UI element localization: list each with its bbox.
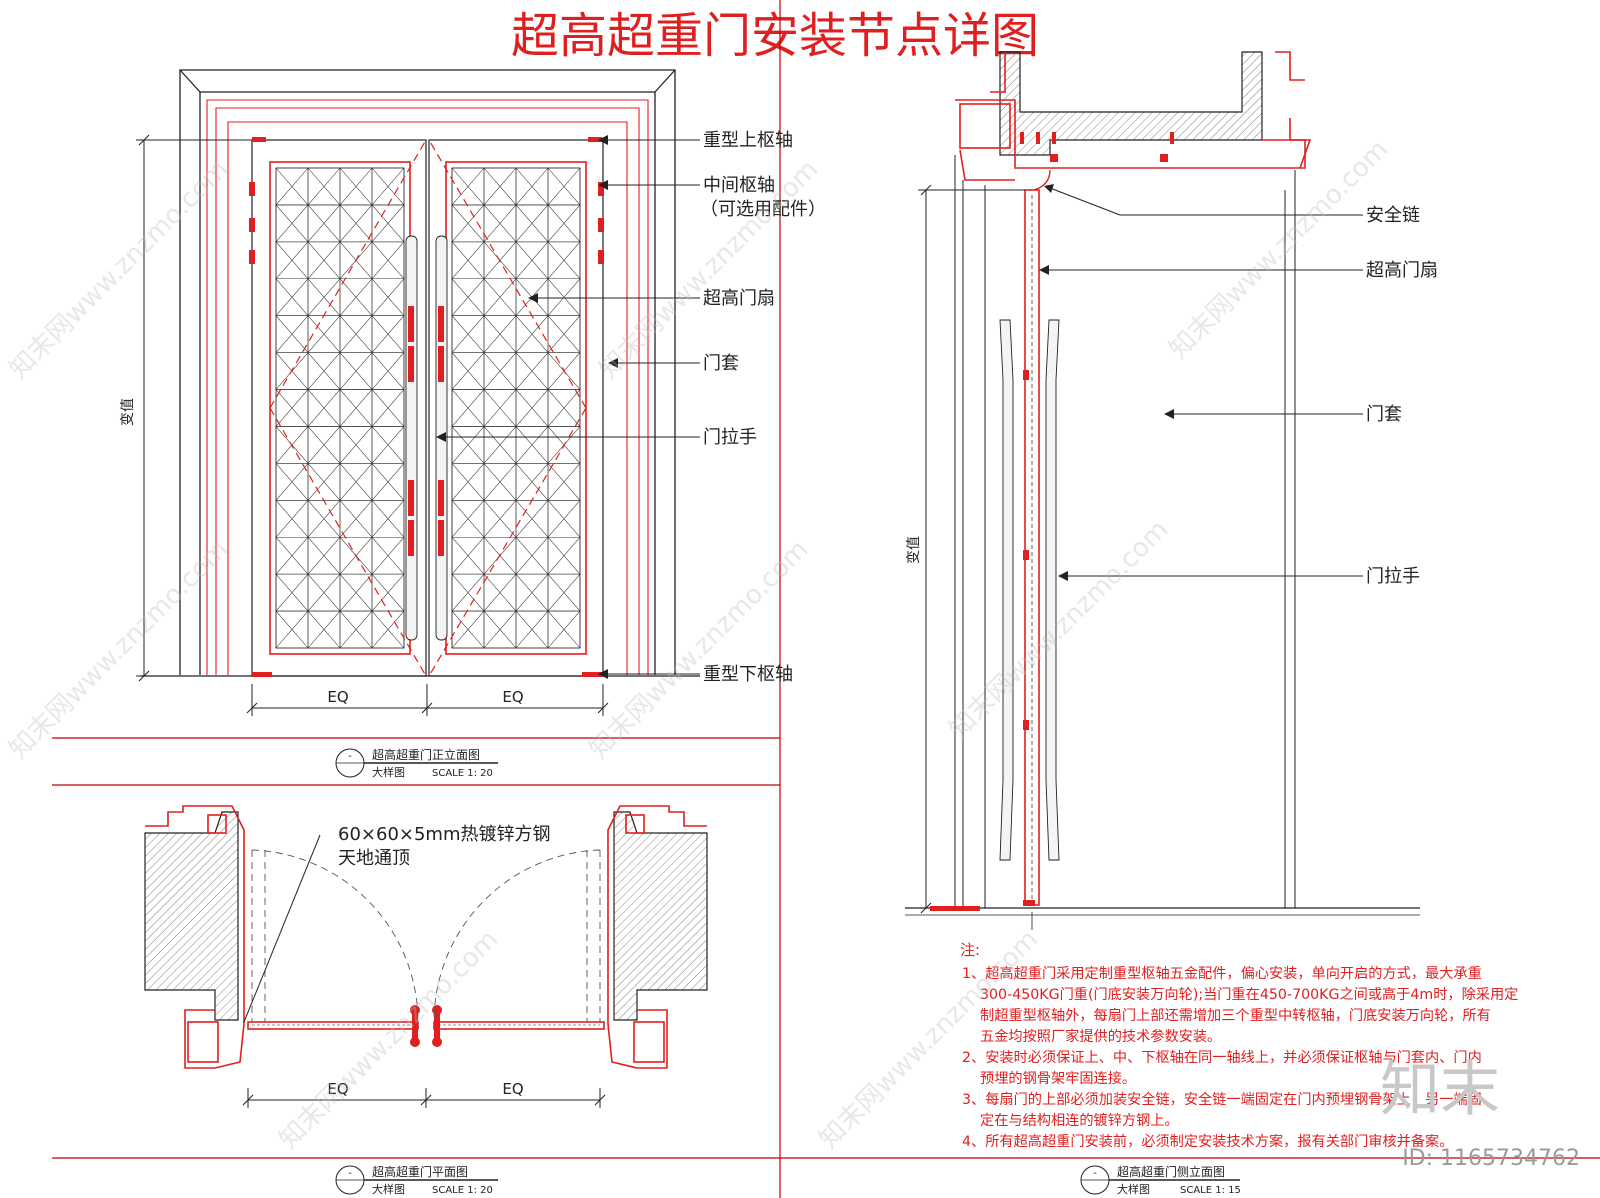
note-line: 2、安装时必须保证上、中、下枢轴在同一轴线上，并必须保证枢轴与门套内、门内 xyxy=(962,1050,1482,1066)
elevation-caption: - 超高超重门正立面图 大样图 SCALE 1: 20 xyxy=(335,747,498,779)
side-elevation: 变值 安全链 超高门扇 门套 门拉手 - 超高超重门侧立面图 大样图 xyxy=(905,51,1438,1196)
svg-text:知末网www.znzmo.com: 知末网www.znzmo.com xyxy=(274,924,505,1155)
note-line: 300-450KG门重(门底安装万向轮);当门重在450-700KG之间或高于4… xyxy=(980,986,1518,1003)
elevation-eq-right: EQ xyxy=(502,688,523,706)
note-line: 定在与结构相连的镀锌方钢上。 xyxy=(980,1112,1179,1129)
svg-text:-: - xyxy=(348,751,352,762)
plan-view: 60×60×5mm热镀锌方钢 天地通顶 EQ EQ - 超高超重门平面图 大样图… xyxy=(144,805,708,1196)
callout-door-handle: 门拉手 xyxy=(703,427,757,448)
note-line: 4、所有超高超重门安装前，必须制定安装技术方案，报有关部门审核并备案。 xyxy=(962,1133,1453,1150)
callout-upper-pivot: 重型上枢轴 xyxy=(703,130,793,151)
svg-text:SCALE 1: 20: SCALE 1: 20 xyxy=(432,1185,493,1196)
callout-middle-pivot: 中间枢轴 xyxy=(703,175,775,196)
plan-callout-full-height: 天地通顶 xyxy=(338,848,410,869)
svg-text:大样图: 大样图 xyxy=(372,1182,405,1196)
svg-text:超高超重门平面图: 超高超重门平面图 xyxy=(372,1164,468,1179)
note-line: 制超重型枢轴外，每扇门上部还需增加三个重型中转枢轴，门底安装万向轮，所有 xyxy=(980,1008,1491,1024)
note-line: 1、超高超重门采用定制重型枢轴五金配件，偏心安装，单向开启的方式，最大承重 xyxy=(962,965,1482,982)
side-callout-door-handle: 门拉手 xyxy=(1366,566,1420,587)
plan-callout-steel: 60×60×5mm热镀锌方钢 xyxy=(338,824,551,845)
side-caption: - 超高超重门侧立面图 大样图 SCALE 1: 15 xyxy=(1080,1164,1241,1196)
svg-text:知末网www.znzmo.com: 知末网www.znzmo.com xyxy=(1164,134,1395,365)
callout-lower-pivot: 重型下枢轴 xyxy=(703,664,793,685)
svg-text:大样图: 大样图 xyxy=(1117,1182,1150,1196)
svg-text:SCALE 1: 15: SCALE 1: 15 xyxy=(1180,1185,1241,1196)
plan-eq-left: EQ xyxy=(327,1080,348,1098)
note-line: 3、每扇门的上部必须加装安全链，安全链一端固定在门内预埋钢骨架上，另一端固 xyxy=(962,1091,1482,1108)
svg-text:-: - xyxy=(1093,1168,1097,1179)
svg-text:-: - xyxy=(348,1168,352,1179)
svg-text:SCALE 1: 20: SCALE 1: 20 xyxy=(432,768,493,779)
plan-eq-right: EQ xyxy=(502,1080,523,1098)
front-elevation: 变值 EQ EQ 重型上枢轴 中 xyxy=(120,69,826,779)
callout-door-leaf: 超高门扇 xyxy=(703,288,775,309)
side-callout-door-casing: 门套 xyxy=(1366,404,1402,425)
callout-door-casing: 门套 xyxy=(703,353,739,374)
svg-text:超高超重门正立面图: 超高超重门正立面图 xyxy=(372,747,480,762)
sheet-dividers xyxy=(52,0,1600,1198)
svg-text:知末网www.znzmo.com: 知末网www.znzmo.com xyxy=(944,514,1175,745)
note-line: 五金均按照厂家提供的技术参数安装。 xyxy=(980,1028,1221,1045)
notes-heading: 注: xyxy=(960,941,980,959)
elevation-height-label: 变值 xyxy=(120,398,136,426)
svg-text:大样图: 大样图 xyxy=(372,765,405,779)
elevation-eq-left: EQ xyxy=(327,688,348,706)
drawing-title: 超高超重门安装节点详图 xyxy=(511,8,1039,64)
side-height-label: 变值 xyxy=(906,536,922,564)
note-line: 预埋的钢骨架牢固连接。 xyxy=(980,1070,1136,1087)
side-callout-safety-chain: 安全链 xyxy=(1366,205,1420,226)
brand-logo: 知末 xyxy=(1380,1055,1500,1125)
callout-optional-fitting: （可选用配件） xyxy=(700,199,826,220)
svg-text:超高超重门侧立面图: 超高超重门侧立面图 xyxy=(1117,1164,1225,1179)
installation-notes: 注: 1、超高超重门采用定制重型枢轴五金配件，偏心安装，单向开启的方式，最大承重… xyxy=(960,941,1518,1150)
image-id: ID: 1165734762 xyxy=(1402,1146,1580,1171)
side-callout-door-leaf: 超高门扇 xyxy=(1366,260,1438,281)
plan-caption: - 超高超重门平面图 大样图 SCALE 1: 20 xyxy=(335,1164,498,1196)
